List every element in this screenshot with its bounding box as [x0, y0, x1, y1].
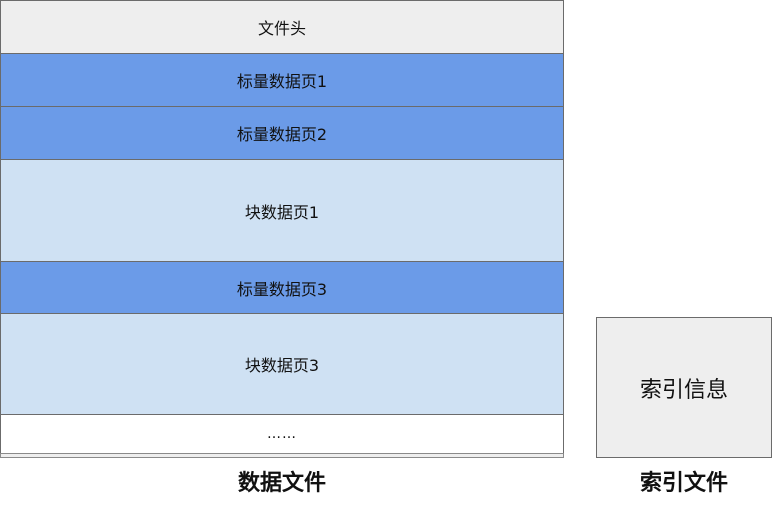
- scalar-data-page-3: 标量数据页3: [0, 261, 564, 314]
- scalar-data-page-2: 标量数据页2: [0, 106, 564, 160]
- block-data-page-1-label: 块数据页1: [244, 202, 320, 222]
- file-header-label: 文件头: [257, 19, 306, 38]
- data-file-caption: 数据文件: [237, 471, 326, 496]
- block-data-page-3-label: 块数据页3: [244, 356, 320, 375]
- scalar-data-page-3-label: 标量数据页3: [236, 279, 328, 299]
- index-info-label: 索引信息: [639, 377, 728, 403]
- file-tail-divider: [0, 453, 564, 458]
- scalar-data-page-1: 标量数据页1: [0, 53, 564, 107]
- ellipsis-label: ……: [267, 426, 297, 442]
- block-data-page-1: 块数据页1: [0, 159, 564, 262]
- ellipsis-block: ……: [0, 414, 564, 454]
- scalar-data-page-2-label: 标量数据页2: [236, 125, 328, 144]
- scalar-data-page-1-label: 标量数据页1: [236, 72, 328, 91]
- block-data-page-3: 块数据页3: [0, 313, 564, 415]
- file-header-block: 文件头: [0, 0, 564, 54]
- index-file-caption: 索引文件: [639, 471, 728, 496]
- index-info-block: 索引信息: [596, 317, 772, 458]
